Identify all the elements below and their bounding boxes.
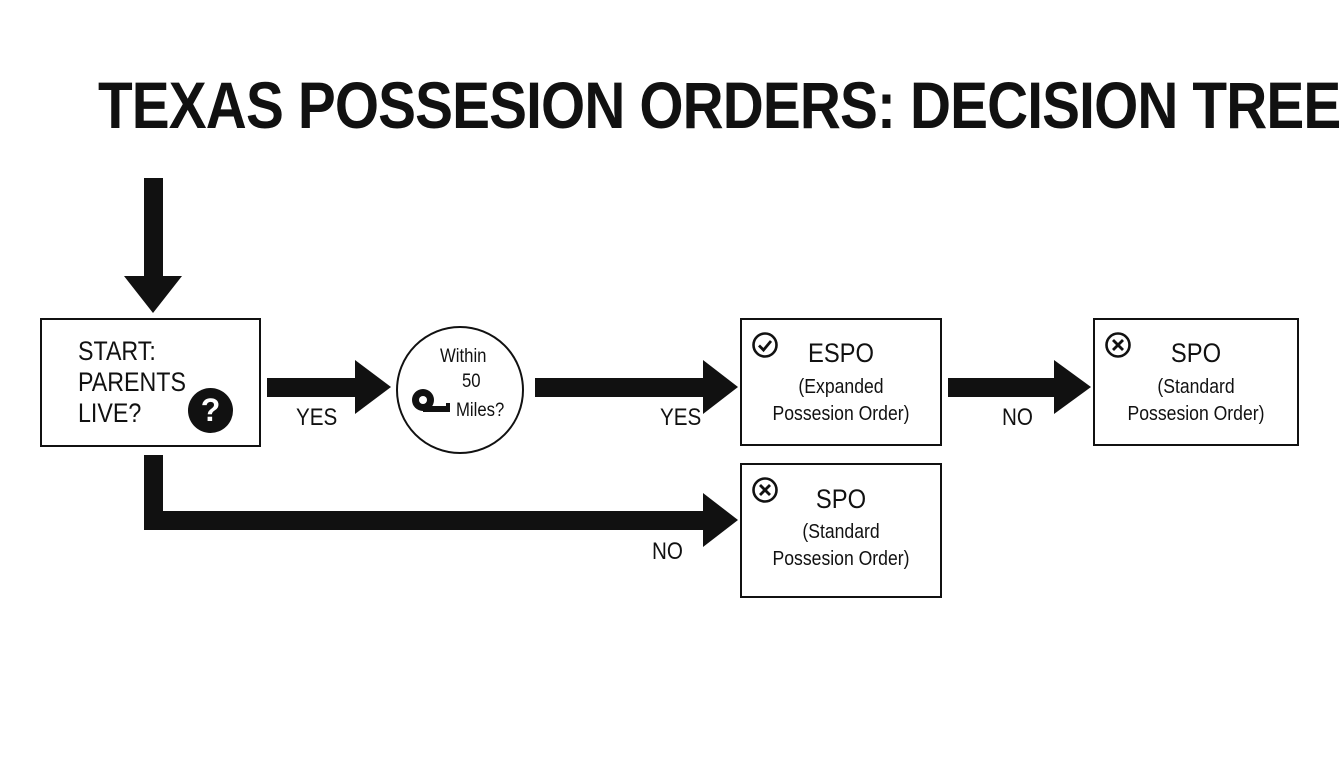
- start-node-text: START: PARENTS LIVE?: [78, 336, 186, 429]
- spo-node-bottom: SPO (Standard Possesion Order): [740, 463, 942, 598]
- espo-title: ESPO: [807, 338, 875, 368]
- x-circle-icon: [1105, 332, 1131, 358]
- distance-decision-node: Within 50 Miles?: [396, 326, 524, 454]
- arrow-distance-to-espo: [535, 360, 738, 414]
- arrow-start-to-spo: [144, 455, 738, 547]
- spo-bottom-sub-line-1: (Standard: [802, 521, 880, 543]
- espo-sub-line-2: Possesion Order): [772, 403, 910, 425]
- edge-label-start-distance: YES: [296, 404, 338, 431]
- edge-label-distance-espo: YES: [660, 404, 702, 431]
- start-node: START: PARENTS LIVE? ?: [40, 318, 261, 447]
- edge-label-start-spo: NO: [652, 538, 683, 565]
- start-line-1: START:: [78, 336, 156, 366]
- x-circle-icon: [752, 477, 778, 503]
- spo-bottom-sub-line-2: Possesion Order): [772, 548, 910, 570]
- check-circle-icon: [752, 332, 778, 358]
- tape-measure-icon: [412, 389, 450, 412]
- spo-node-right: SPO (Standard Possesion Order): [1093, 318, 1299, 446]
- spo-bottom-title: SPO: [815, 484, 867, 514]
- arrow-start-to-distance: [267, 360, 391, 414]
- start-line-3: LIVE?: [78, 398, 142, 428]
- spo-right-title: SPO: [1170, 338, 1222, 368]
- spo-right-sub-line-2: Possesion Order): [1127, 403, 1265, 425]
- entry-arrow: [124, 178, 182, 313]
- start-line-2: PARENTS: [78, 367, 186, 397]
- distance-line-3: Miles?: [456, 400, 505, 421]
- espo-sub-line-1: (Expanded: [798, 376, 884, 398]
- espo-node: ESPO (Expanded Possesion Order): [740, 318, 942, 446]
- arrow-espo-to-spo: [948, 360, 1091, 414]
- distance-line-1: Within: [440, 346, 487, 367]
- espo-subtitle: (Expanded Possesion Order): [754, 374, 928, 428]
- spo-right-sub-line-1: (Standard: [1157, 376, 1235, 398]
- distance-line-2: 50: [462, 371, 481, 392]
- question-mark-icon: ?: [188, 388, 233, 433]
- spo-bottom-subtitle: (Standard Possesion Order): [754, 519, 928, 573]
- page-title: TEXAS POSSESION ORDERS: DECISION TREE: [98, 68, 1341, 142]
- spo-right-subtitle: (Standard Possesion Order): [1107, 374, 1285, 428]
- edge-label-espo-spo: NO: [1002, 404, 1033, 431]
